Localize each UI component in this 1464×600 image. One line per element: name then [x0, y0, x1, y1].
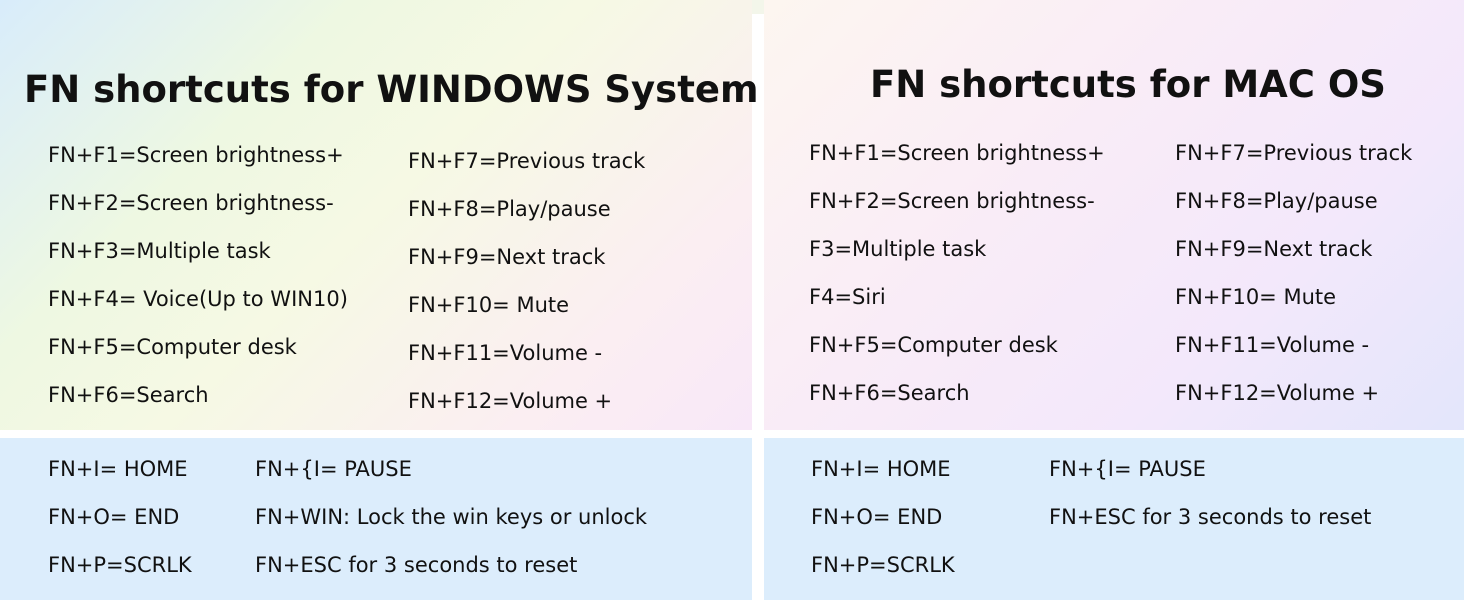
mac-shortcut-item: F3=Multiple task: [809, 237, 987, 261]
windows-extra-item: FN+P=SCRLK: [48, 553, 192, 577]
windows-extra-item: FN+ESC for 3 seconds to reset: [255, 553, 578, 577]
windows-shortcut-item: FN+F7=Previous track: [408, 149, 646, 173]
mac-shortcut-item: FN+F5=Computer desk: [809, 333, 1058, 357]
mac-shortcut-item: FN+F7=Previous track: [1175, 141, 1413, 165]
windows-shortcut-item: FN+F2=Screen brightness-: [48, 191, 334, 215]
windows-extra-item: FN+I= HOME: [48, 457, 188, 481]
mac-shortcuts-panel: [764, 0, 1464, 430]
mac-extra-item: FN+{I= PAUSE: [1049, 457, 1206, 481]
divider-top: [752, 0, 764, 14]
mac-shortcut-item: FN+F1=Screen brightness+: [809, 141, 1105, 165]
windows-shortcut-item: FN+F4= Voice(Up to WIN10): [48, 287, 348, 311]
mac-extra-item: FN+ESC for 3 seconds to reset: [1049, 505, 1372, 529]
mac-title: FN shortcuts for MAC OS: [870, 63, 1386, 106]
windows-extra-item: FN+O= END: [48, 505, 180, 529]
windows-shortcuts-panel: [0, 0, 752, 430]
mac-shortcut-item: FN+F11=Volume -: [1175, 333, 1370, 357]
windows-extra-panel: [0, 438, 752, 600]
mac-shortcut-item: FN+F8=Play/pause: [1175, 189, 1378, 213]
windows-shortcut-item: FN+F12=Volume +: [408, 389, 613, 413]
windows-extra-item: FN+{I= PAUSE: [255, 457, 412, 481]
windows-extra-item: FN+WIN: Lock the win keys or unlock: [255, 505, 648, 529]
mac-shortcut-item: FN+F2=Screen brightness-: [809, 189, 1095, 213]
mac-shortcut-item: FN+F10= Mute: [1175, 285, 1337, 309]
windows-shortcut-item: FN+F10= Mute: [408, 293, 570, 317]
windows-shortcut-item: FN+F5=Computer desk: [48, 335, 297, 359]
windows-shortcut-item: FN+F9=Next track: [408, 245, 606, 269]
mac-extra-item: FN+I= HOME: [811, 457, 951, 481]
windows-shortcut-item: FN+F8=Play/pause: [408, 197, 611, 221]
windows-shortcut-item: FN+F6=Search: [48, 383, 209, 407]
mac-extra-panel: [764, 438, 1464, 600]
mac-shortcut-item: FN+F6=Search: [809, 381, 970, 405]
windows-title: FN shortcuts for WINDOWS System: [24, 68, 759, 111]
windows-shortcut-item: FN+F1=Screen brightness+: [48, 143, 344, 167]
mac-shortcut-item: FN+F9=Next track: [1175, 237, 1373, 261]
mac-shortcut-item: F4=Siri: [809, 285, 886, 309]
windows-shortcut-item: FN+F11=Volume -: [408, 341, 603, 365]
windows-shortcut-item: FN+F3=Multiple task: [48, 239, 271, 263]
mac-extra-item: FN+P=SCRLK: [811, 553, 955, 577]
mac-shortcut-item: FN+F12=Volume +: [1175, 381, 1380, 405]
mac-extra-item: FN+O= END: [811, 505, 943, 529]
